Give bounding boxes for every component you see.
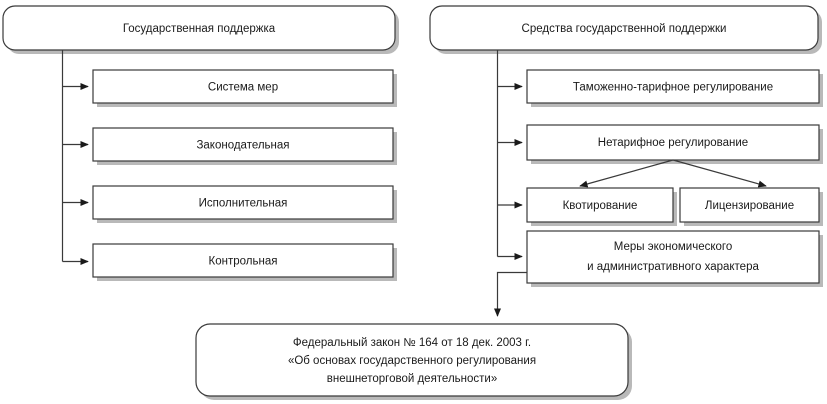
right-header-node: Средства государственной поддержки [429,5,822,54]
right-item-3-label-line1: Меры экономического [614,241,733,253]
right-header-label: Средства государственной поддержки [522,23,727,35]
left-item-2-node: Законодательная [92,127,397,165]
right-subitem-1-node: Квотирование [526,187,677,226]
right-item-2-node: Нетарифное регулирование [526,124,823,164]
left-item-3-label: Исполнительная [199,198,288,210]
right-subitem-1-label: Квотирование [563,200,638,212]
right-subitem-2-node: Лицензирование [679,187,823,226]
left-item-4-label: Контрольная [209,256,278,268]
branch-connector-licensing [672,159,767,188]
branch-connector-quoting [579,159,674,188]
right-item-1-label: Таможенно-тарифное регулирование [573,82,773,94]
right-item-2-label: Нетарифное регулирование [598,137,748,149]
left-item-2-label: Законодательная [196,140,289,152]
footer-label-line3: внешнеторговой деятельности» [327,373,497,385]
right-item-3-label-line2: и административного характера [587,261,759,273]
left-item-3-node: Исполнительная [92,185,397,223]
footer-node: Федеральный закон № 164 от 18 дек. 2003 … [195,323,632,400]
left-header-node: Государственная поддержка [2,5,399,54]
right-item-1-node: Таможенно-тарифное регулирование [526,69,823,107]
left-item-4-node: Контрольная [92,243,397,281]
left-item-1-node: Система мер [92,69,397,107]
footer-label-line1: Федеральный закон № 164 от 18 дек. 2003 … [293,337,531,349]
right-subitem-2-label: Лицензирование [705,200,794,212]
footer-connector [493,271,527,317]
right-item-3-node: Меры экономического и административного … [526,230,823,287]
footer-label-line2: «Об основах государственного регулирован… [288,355,536,367]
left-item-1-label: Система мер [208,82,278,94]
left-header-label: Государственная поддержка [123,23,276,35]
